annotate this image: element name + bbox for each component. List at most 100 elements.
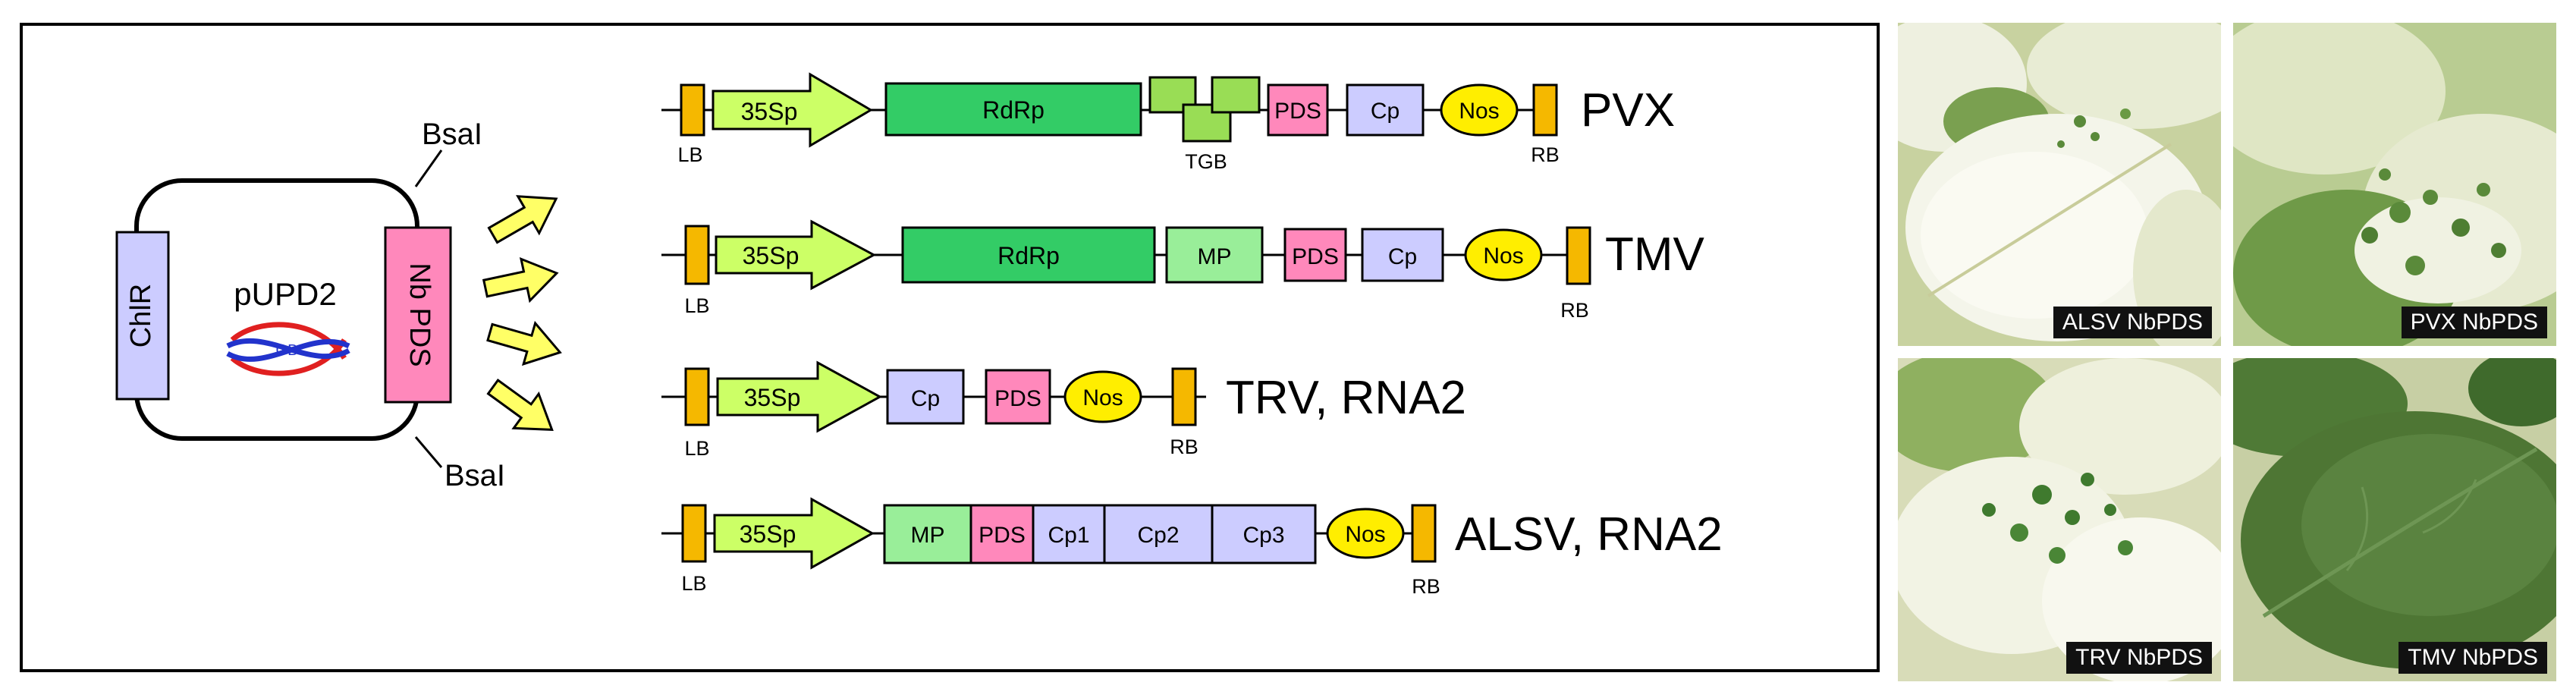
cp-gene (1361, 228, 1444, 282)
rdrp-gene (884, 82, 1142, 137)
lb-border (684, 225, 710, 285)
arrow-to-tmv (482, 256, 559, 303)
promoter-arrow (715, 219, 877, 291)
cp-label: Cp (911, 386, 940, 411)
panel-frame (20, 23, 1880, 672)
virus-name: ALSV, RNA2 (1455, 508, 1723, 561)
virus-name: TRV, RNA2 (1226, 372, 1466, 424)
mp-gene (883, 504, 972, 564)
lb-label: LB (684, 294, 709, 317)
cp-gene (886, 369, 965, 425)
pds-label: PDS (994, 386, 1041, 411)
goldenbraid-logo-text: GB (276, 342, 298, 359)
nos-label: Nos (1459, 99, 1499, 124)
mp-label: MP (1198, 244, 1232, 269)
construct-tmv: LB 35Sp RdRp MP PDS Cp Nos RB TMV (661, 219, 1705, 322)
bsai-top-pointer (414, 149, 443, 187)
cp-label: Cp (1371, 99, 1400, 124)
lb-border (680, 83, 705, 137)
virus-name: PVX (1581, 84, 1675, 137)
promoter-arrow (713, 497, 875, 570)
rb-label: RB (1412, 575, 1440, 598)
pds-label: PDS (979, 523, 1026, 548)
pds-insert (1283, 228, 1347, 282)
nos-terminator (1063, 370, 1142, 423)
cp1-label: Cp1 (1048, 523, 1089, 548)
rb-label: RB (1170, 435, 1198, 458)
photo-label: TRV NbPDS (2066, 642, 2212, 674)
rb-label: RB (1560, 299, 1589, 322)
nos-label: Nos (1345, 522, 1385, 547)
plasmid-insert-box (384, 226, 452, 404)
cp-gene (1346, 83, 1425, 137)
arrow-to-trv (486, 320, 562, 366)
nos-terminator (1464, 228, 1543, 281)
tgb-label: TGB (1185, 150, 1227, 173)
plasmid-name: pUPD2 (234, 276, 336, 312)
virus-name: TMV (1605, 228, 1705, 281)
cp2-gene (1103, 504, 1214, 564)
lb-label: LB (677, 143, 702, 166)
lb-label: LB (681, 572, 706, 595)
promoter-label: 35Sp (740, 520, 796, 548)
rb-border (1411, 504, 1437, 563)
promoter-arrow (712, 72, 873, 148)
pds-insert (1267, 83, 1329, 137)
photo-trv-nbpds: TRV NbPDS (1898, 358, 2221, 681)
mp-label: MP (911, 523, 945, 548)
plasmid-pupd2: ChlR Nb PDS pUPD2 GB BsaI BsaI (115, 118, 505, 492)
arrow-to-pvx (487, 195, 558, 244)
leaf-image (1898, 358, 2221, 681)
bsai-top-label: BsaI (422, 118, 482, 151)
cp3-label: Cp3 (1242, 523, 1284, 548)
photo-label: ALSV NbPDS (2053, 307, 2212, 338)
rdrp-gene (901, 226, 1156, 284)
cp3-gene (1211, 504, 1317, 564)
promoter-arrow (716, 360, 883, 433)
photo-label: PVX NbPDS (2401, 307, 2547, 338)
rb-border (1532, 83, 1558, 137)
nos-label: Nos (1082, 385, 1123, 410)
leaf-image (2233, 23, 2556, 346)
lb-border (681, 504, 707, 563)
photo-tmv-nbpds: TMV NbPDS (2233, 358, 2556, 681)
tgb-block-3 (1211, 76, 1261, 114)
rb-label: RB (1531, 143, 1560, 166)
lb-label: LB (684, 437, 709, 460)
nos-terminator (1440, 83, 1519, 137)
construct-pvx: LB 35Sp RdRp TGB PDS Cp Nos RB PVX (661, 72, 1675, 173)
rb-border (1171, 367, 1197, 426)
nos-label: Nos (1483, 244, 1523, 269)
arrow-to-alsv (486, 379, 554, 432)
cp-label: Cp (1388, 244, 1417, 269)
cp1-gene (1032, 504, 1106, 564)
photo-alsv-nbpds: ALSV NbPDS (1898, 23, 2221, 346)
rdrp-label: RdRp (982, 96, 1045, 124)
plasmid-marker-box (115, 231, 170, 401)
leaf-image (2233, 358, 2556, 681)
pds-label: PDS (1274, 99, 1321, 124)
tgb-block-2 (1182, 103, 1232, 143)
lb-border (684, 367, 710, 426)
arrows (482, 195, 562, 432)
bsai-bottom-pointer (414, 436, 443, 468)
promoter-label: 35Sp (743, 242, 800, 269)
photo-label: TMV NbPDS (2399, 642, 2547, 674)
construct-trv: LB 35Sp Cp PDS Nos RB TRV, RNA2 (661, 360, 1466, 460)
rb-border (1566, 226, 1591, 285)
cp2-label: Cp2 (1137, 523, 1179, 548)
leaf-image (1898, 23, 2221, 346)
plasmid-insert-label: Nb PDS (404, 263, 435, 366)
bsai-bottom-label: BsaI (445, 459, 505, 492)
promoter-label: 35Sp (741, 98, 798, 125)
mp-gene (1165, 226, 1264, 284)
plasmid-marker-label: ChlR (125, 284, 157, 347)
construct-alsv: LB 35Sp MP PDS Cp1 Cp2 Cp3 Nos RB ALSV, … (661, 497, 1723, 598)
rdrp-label: RdRp (997, 242, 1060, 269)
pds-insert (985, 369, 1051, 425)
pds-label: PDS (1292, 244, 1339, 269)
photo-pvx-nbpds: PVX NbPDS (2233, 23, 2556, 346)
goldenbraid-logo: GB (226, 322, 350, 376)
promoter-label: 35Sp (744, 384, 801, 411)
